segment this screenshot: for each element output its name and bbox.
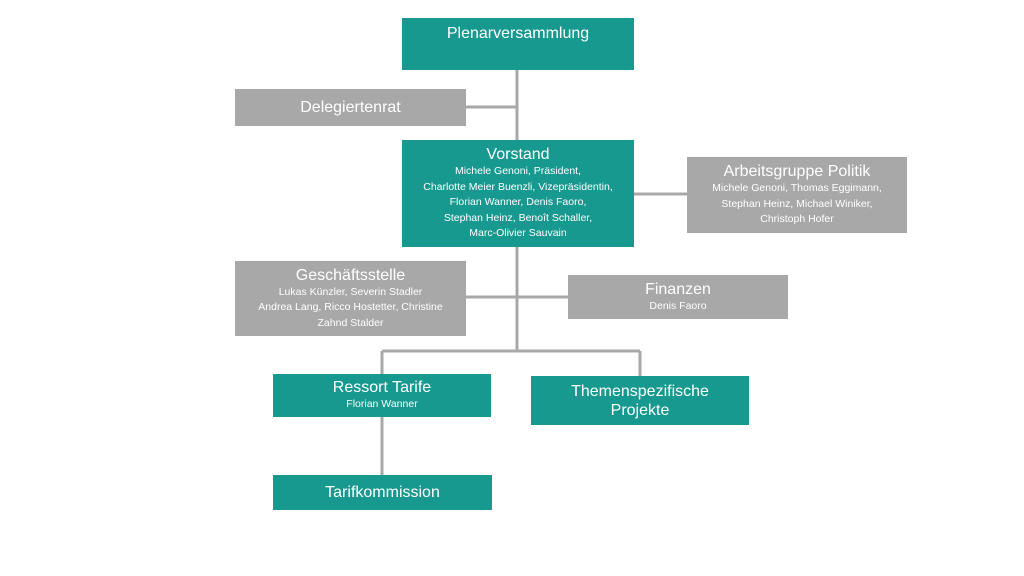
finanzen-title: Finanzen: [645, 280, 711, 298]
tarifkommission-title: Tarifkommission: [325, 484, 440, 501]
projekte-title-line: Themenspezifische: [571, 382, 709, 400]
vorstand-box: Vorstand Michele Genoni, Präsident, Char…: [402, 140, 634, 247]
ressort-tarife-title: Ressort Tarife: [332, 379, 432, 397]
plenarversammlung-title: Plenarversammlung: [446, 25, 590, 42]
vorstand-member-line: Marc-Olivier Sauvain: [469, 227, 567, 240]
vorstand-title: Vorstand: [486, 146, 550, 164]
geschaeftsstelle-member-line: Andrea Lang, Ricco Hostetter, Christine: [258, 301, 443, 314]
ressort-tarife-box: Ressort Tarife Florian Wanner: [273, 374, 491, 417]
tarifkommission-box: Tarifkommission: [273, 475, 492, 510]
vorstand-member-line: Stephan Heinz, Benoît Schaller,: [443, 211, 593, 224]
arbeitsgruppe-politik-box: Arbeitsgruppe Politik Michele Genoni, Th…: [687, 157, 907, 233]
projekte-title-line: Projekte: [610, 401, 670, 419]
delegiertenrat-box: Delegiertenrat: [235, 89, 466, 126]
delegiertenrat-title: Delegiertenrat: [300, 99, 401, 116]
vorstand-member-line: Michele Genoni, Präsident,: [454, 165, 582, 178]
politik-member-line: Christoph Hofer: [760, 213, 834, 226]
vorstand-member-line: Charlotte Meier Buenzli, Vizepräsidentin…: [423, 180, 613, 193]
finanzen-box: Finanzen Denis Faoro: [568, 275, 788, 319]
geschaeftsstelle-member-line: Lukas Künzler, Severin Stadler: [278, 285, 423, 298]
geschaeftsstelle-member-line: Zahnd Stalder: [317, 316, 384, 329]
themenspezifische-projekte-box: Themenspezifische Projekte: [531, 376, 749, 425]
geschaeftsstelle-title: Geschäftsstelle: [295, 266, 406, 284]
politik-member-line: Michele Genoni, Thomas Eggimann,: [712, 182, 882, 195]
arbeitsgruppe-politik-title: Arbeitsgruppe Politik: [723, 163, 871, 181]
geschaeftsstelle-box: Geschäftsstelle Lukas Künzler, Severin S…: [235, 261, 466, 336]
vorstand-member-line: Florian Wanner, Denis Faoro,: [449, 196, 587, 209]
ressort-tarife-member-line: Florian Wanner: [346, 398, 418, 411]
politik-member-line: Stephan Heinz, Michael Winiker,: [721, 197, 873, 210]
finanzen-member-line: Denis Faoro: [649, 299, 707, 312]
plenarversammlung-box: Plenarversammlung: [402, 18, 634, 70]
